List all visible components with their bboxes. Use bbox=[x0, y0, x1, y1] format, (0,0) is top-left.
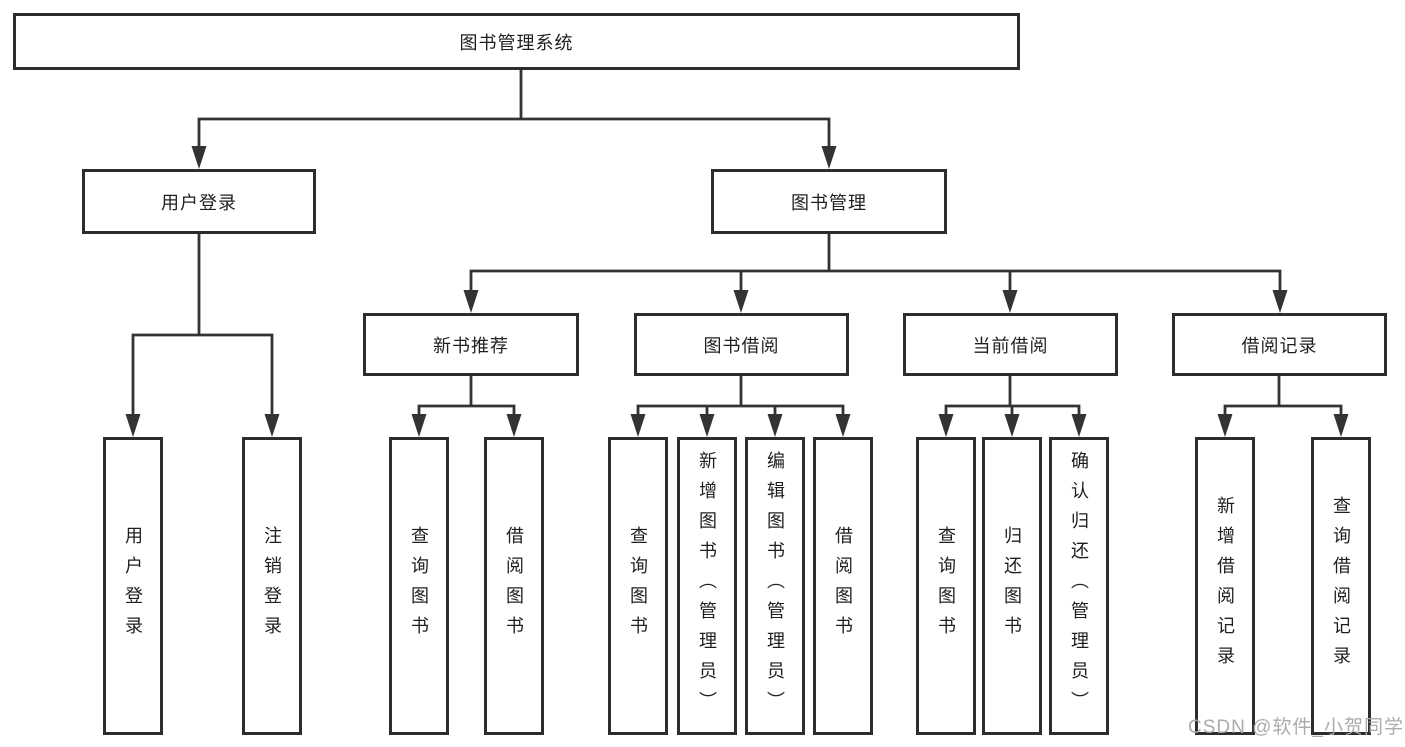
edge-newrec-to-leaves bbox=[411, 376, 522, 437]
leaf-current-confirm-return-admin: 确认归还（管理员） bbox=[1049, 437, 1109, 735]
edge-borrow-to-leaves bbox=[630, 376, 851, 437]
leaf-newrec-borrow-books: 借阅图书 bbox=[484, 437, 544, 735]
leaf-user-login: 用户登录 bbox=[103, 437, 163, 735]
leaf-borrow-edit-books-admin: 编辑图书（管理员） bbox=[745, 437, 805, 735]
leaf-current-query-books: 查询图书 bbox=[916, 437, 976, 735]
leaf-current-return-books-label: 归还图书 bbox=[1002, 526, 1022, 646]
node-root-system: 图书管理系统 bbox=[13, 13, 1020, 70]
csdn-watermark: CSDN @软件_小贺同学 bbox=[1188, 717, 1404, 738]
edge-root-to-branches bbox=[191, 70, 837, 169]
leaf-borrow-borrow-books: 借阅图书 bbox=[813, 437, 873, 735]
leaf-borrow-edit-books-admin-label: 编辑图书（管理员） bbox=[765, 451, 785, 721]
leaf-user-login-label: 用户登录 bbox=[123, 526, 143, 646]
node-new-book-recommend-label: 新书推荐 bbox=[433, 335, 509, 356]
edge-history-to-leaves bbox=[1217, 376, 1349, 437]
leaf-current-confirm-return-admin-label: 确认归还（管理员） bbox=[1069, 451, 1089, 721]
leaf-newrec-query-books-label: 查询图书 bbox=[409, 526, 429, 646]
leaf-current-return-books: 归还图书 bbox=[982, 437, 1042, 735]
node-book-borrow-label: 图书借阅 bbox=[703, 335, 780, 356]
node-user-login-label: 用户登录 bbox=[161, 192, 237, 213]
node-current-borrow-label: 当前借阅 bbox=[972, 335, 1049, 356]
leaf-logout-label: 注销登录 bbox=[262, 526, 282, 646]
leaf-current-query-books-label: 查询图书 bbox=[936, 526, 956, 646]
node-book-borrow: 图书借阅 bbox=[634, 313, 849, 376]
leaf-logout: 注销登录 bbox=[242, 437, 302, 735]
node-borrow-records-label: 借阅记录 bbox=[1241, 335, 1318, 356]
edge-mgmt-to-sections bbox=[463, 234, 1288, 313]
node-new-book-recommend: 新书推荐 bbox=[363, 313, 579, 376]
leaf-newrec-query-books: 查询图书 bbox=[389, 437, 449, 735]
node-user-login: 用户登录 bbox=[82, 169, 316, 234]
node-book-management-label: 图书管理 bbox=[791, 192, 867, 213]
node-root-label: 图书管理系统 bbox=[459, 32, 574, 53]
leaf-history-add-record: 新增借阅记录 bbox=[1195, 437, 1255, 735]
leaf-history-query-record-label: 查询借阅记录 bbox=[1331, 496, 1351, 676]
leaf-borrow-borrow-books-label: 借阅图书 bbox=[833, 526, 853, 646]
node-current-borrow: 当前借阅 bbox=[903, 313, 1118, 376]
leaf-borrow-query-books-label: 查询图书 bbox=[628, 526, 648, 646]
node-borrow-records: 借阅记录 bbox=[1172, 313, 1387, 376]
leaf-borrow-add-books-admin: 新增图书（管理员） bbox=[677, 437, 737, 735]
leaf-history-add-record-label: 新增借阅记录 bbox=[1215, 496, 1235, 676]
leaf-history-query-record: 查询借阅记录 bbox=[1311, 437, 1371, 735]
leaf-newrec-borrow-books-label: 借阅图书 bbox=[504, 526, 524, 646]
edge-current-to-leaves bbox=[938, 376, 1087, 437]
node-book-management: 图书管理 bbox=[711, 169, 947, 234]
leaf-borrow-add-books-admin-label: 新增图书（管理员） bbox=[697, 451, 717, 721]
leaf-borrow-query-books: 查询图书 bbox=[608, 437, 668, 735]
edge-login-to-leaves bbox=[125, 234, 280, 437]
